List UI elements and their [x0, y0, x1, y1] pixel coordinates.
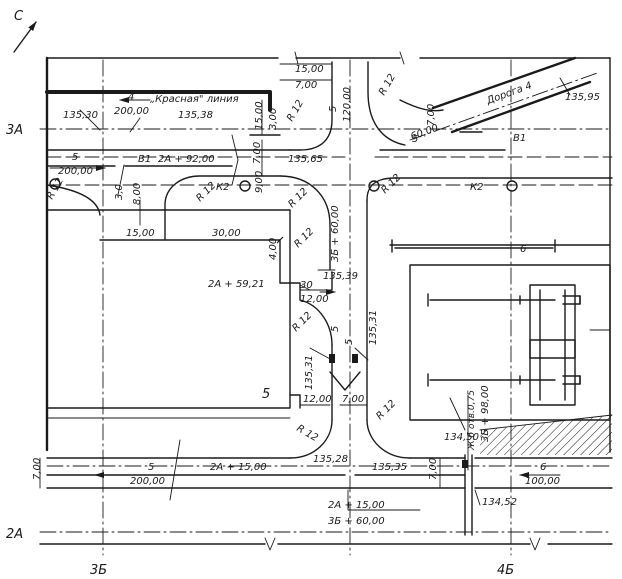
bottom-road [46, 414, 613, 536]
dim-7-road4: 7,00 [426, 104, 437, 126]
radius-label-8: R 12 [290, 310, 314, 334]
manhole-center [368, 180, 380, 192]
radius-label-1: R 12 [377, 72, 398, 97]
elev-135-65: 135,65 [288, 154, 323, 165]
station-frac-bottom: 3Б + 60,00 [328, 516, 385, 527]
station-frac-top: 2А + 15,00 [328, 500, 385, 511]
dim-15-vert: 15,00 [254, 101, 265, 130]
zh6-label: Ж.б отв.0,75 [467, 390, 477, 451]
dim-7-left-vert: 7,00 [32, 458, 43, 480]
k2-right: К2 [470, 182, 483, 193]
radius-label-10: R 12 [374, 398, 398, 422]
radius-label-2: R 12 [285, 98, 306, 123]
radius-label-9: R 12 [295, 423, 320, 444]
b1-left: В1 [138, 154, 151, 165]
labels: С 3А 2А 3Б 4Б „Красная" линия Дорога 4 4… [6, 9, 600, 578]
manholes [49, 178, 518, 192]
top-road [46, 134, 613, 186]
red-line [45, 90, 272, 112]
elev-134-50: 134,50 [444, 432, 479, 443]
radius-label-7: R 12 [292, 226, 316, 250]
num-5-vert: 5 [328, 106, 339, 112]
elev-135-31-a: 135,31 [304, 355, 315, 390]
dim-8: 8,00 [132, 183, 143, 205]
elev-135-38: 135,38 [178, 110, 213, 121]
dim-12-mid: 12,00 [300, 294, 329, 305]
num-30: 30 [300, 280, 313, 291]
road4-label: Дорога 4 [484, 80, 533, 107]
elev-134-52: 134,52 [482, 497, 517, 508]
station-2a-15: 2А + 15,00 [210, 462, 267, 473]
manhole-left [49, 178, 61, 190]
elev-135-30: 135,30 [63, 110, 98, 121]
radius-label-3: R 12 [45, 176, 66, 201]
radius-label-6: R 12 [379, 172, 403, 196]
dim-200-top: 200,00 [114, 106, 149, 117]
building-number-5: 5 [262, 387, 270, 402]
num-6-bottom: 6 [540, 462, 546, 473]
right-block [389, 239, 611, 421]
radius-label-4: R 12 [194, 180, 218, 204]
station-2a-59: 2А + 59,21 [208, 279, 265, 290]
station-2a-92: 2А + 92,00 [158, 154, 215, 165]
dim-120: 120,00 [342, 87, 353, 122]
elev-135-31-b: 135,31 [368, 310, 379, 345]
north-arrow [13, 21, 37, 53]
num-5-bottom: 5 [148, 462, 154, 473]
left-curves [46, 175, 281, 241]
station-3b-98: 3Б + 98,00 [480, 385, 491, 442]
elev-135-28: 135,28 [313, 454, 348, 465]
axis-lines [39, 59, 613, 556]
elev-135-35: 135,35 [372, 462, 407, 473]
radius-label-5: R 12 [286, 186, 310, 210]
dim-7-top: 7,00 [295, 80, 317, 91]
elev-135-39: 135,39 [323, 271, 358, 282]
dim-13-50: 5 [344, 339, 355, 345]
dim-7-low: 7,00 [342, 394, 364, 405]
leader-arrows [49, 77, 571, 506]
num-5-right: 5 [412, 134, 418, 145]
b1-right: В1 [513, 133, 526, 144]
dim-7-vert: 7,00 [252, 142, 263, 164]
num-5-left: 5 [72, 152, 78, 163]
dim-12-low: 12,00 [303, 394, 332, 405]
axis-label-3a: 3А [6, 123, 23, 138]
dim-9: 9,00 [254, 171, 265, 193]
num-5-lower: 5 [330, 326, 341, 332]
dim-3-a: 3,00 [268, 108, 279, 130]
axis-label-4b: 4Б [497, 563, 514, 578]
dim-100-bottom: 100,00 [525, 476, 560, 487]
num-4: 4 [128, 92, 134, 103]
frame [39, 51, 613, 551]
dim-15-top: 15,00 [295, 64, 324, 75]
center-road [279, 59, 411, 556]
dim-30: 30,00 [212, 228, 241, 239]
dim-3-b: 3,0 [114, 184, 125, 200]
north-label: С [14, 9, 24, 24]
axis-label-2a: 2А [6, 527, 23, 542]
manhole-k2-left [239, 180, 251, 192]
k2-left: К2 [216, 182, 229, 193]
elev-135-95: 135,95 [565, 92, 600, 103]
dim-200-left: 200,00 [58, 166, 93, 177]
manhole-k2-right [506, 180, 518, 192]
dim-15-left: 15,00 [126, 228, 155, 239]
num-6-top: 6 [520, 244, 526, 255]
dim-4: 4,00 [268, 238, 279, 260]
station-3b-60: 3Б + 60,00 [330, 205, 341, 262]
axis-label-3b: 3Б [90, 563, 107, 578]
dimension-lines [39, 63, 469, 511]
dim-7-right-vert: 7,00 [428, 458, 439, 480]
krasnaya-label: „Красная" линия [150, 94, 239, 105]
dim-200-bottom: 200,00 [130, 476, 165, 487]
small-marks [329, 354, 468, 468]
